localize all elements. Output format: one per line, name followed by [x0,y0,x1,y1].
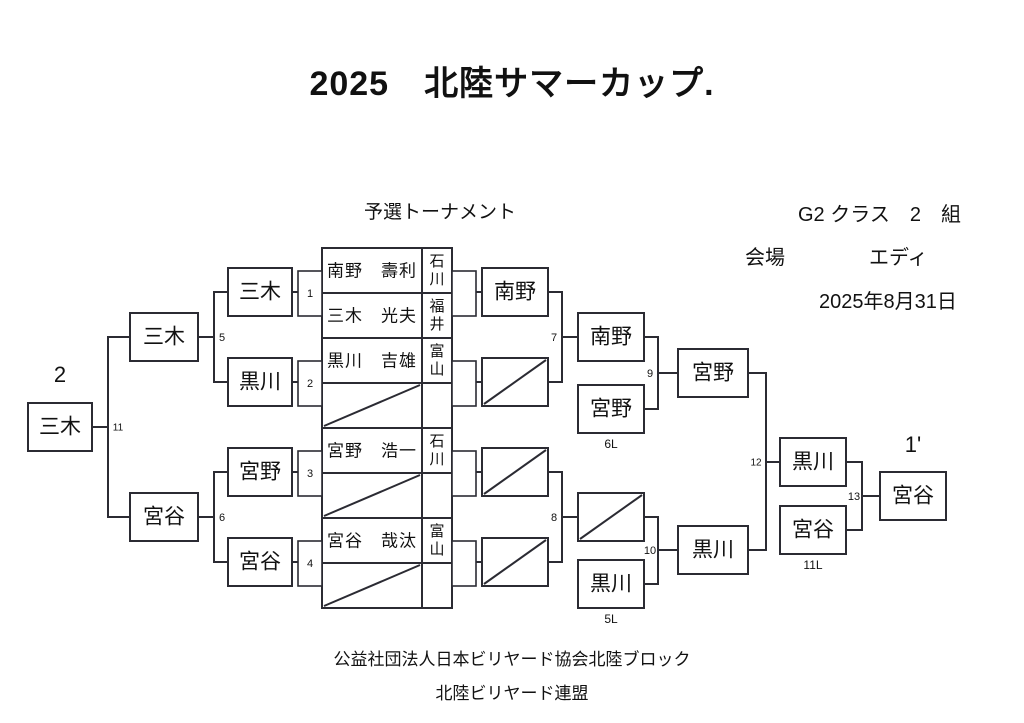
entry-pref-cell [421,427,453,474]
bracket-label: 三木 [39,416,81,439]
empty-slot-diagonal [323,384,421,427]
match-number: 12 [750,458,762,469]
match-number: 3 [307,468,313,480]
empty-slot-diagonal [483,539,547,585]
bracket-label: 南野 [590,326,632,349]
entry-name-cell [321,337,423,384]
right-round-semi: 宮野 黒川 [677,348,749,575]
right-seed-label: 1' [905,432,921,457]
right-match-number-boxes [451,270,477,587]
entry-name: 黒川 吉雄 [327,351,417,370]
empty-slot-diagonal [323,474,421,517]
right-round-mid: 南野 宮野 6L 黒川 5L [577,312,645,626]
entry-pref-cell [421,472,453,519]
entry-pref-char: 富 [429,522,444,540]
match-number: 6 [219,512,225,524]
event-date: 2025年8月31日 [819,291,957,313]
match-number: 5 [219,332,225,344]
left-round-mid: 三木 宮谷 [129,312,199,542]
empty-slot-diagonal [483,359,547,405]
bracket-box-miyatani-1 [227,537,293,587]
entry-name: 宮谷 哉汰 [327,531,417,550]
bracket-box-miyatani-4 [779,505,847,555]
entry-pref-char: 川 [429,271,444,288]
right-round-final: 黒川 宮谷 11L [779,437,847,572]
entry-name: 宮野 浩一 [327,441,417,460]
match-number: 11 [113,423,124,434]
bracket-label: 宮谷 [239,551,281,574]
entry-pref-char: 福 [429,298,444,315]
bracket-sublabel: 6L [604,437,618,451]
bracket-label: 黒川 [792,451,834,474]
match-number-box [451,540,477,587]
empty-slot-diagonal [323,564,421,607]
entry-pref-char: 石 [429,253,444,270]
entry-pref-char: 山 [429,361,444,378]
entry-pref-cell [421,382,453,429]
bracket-sublabel: 5L [604,612,618,626]
match-number-box [451,270,477,317]
bracket-label: 黒川 [590,573,632,596]
venue-label: 会場 [745,247,785,269]
match-number-box [297,450,323,497]
entry-pref-char: 山 [429,541,444,558]
match-number: 13 [848,491,860,503]
entry-pref-char: 井 [429,316,444,333]
match-number-box [451,450,477,497]
match-number-box [297,360,323,407]
left-match-number-boxes: 1 2 3 4 [297,270,323,587]
match-number: 4 [307,558,313,570]
match-number-box [451,360,477,407]
match-number: 1 [307,288,313,300]
bracket-label: 黒川 [239,371,281,394]
match-number: 10 [644,545,656,557]
right-round-inner: 南野 [481,267,549,587]
bracket-box-minamino-2 [577,312,645,362]
left-seed-label: 2 [54,362,66,387]
entry-pref-cell [421,562,453,609]
section-label-preliminary: 予選トーナメント [364,202,517,223]
entry-pref-char: 川 [429,451,444,468]
bracket-label: 宮野 [692,362,734,385]
bracket-label: 三木 [239,281,281,304]
bracket-label: 宮谷 [892,485,934,508]
bracket-box-minamino-1 [481,267,549,317]
bracket-label: 南野 [494,281,536,304]
match-number: 9 [647,368,653,380]
match-number: 7 [551,332,557,344]
bracket-label: 黒川 [692,539,734,562]
match-number: 2 [307,378,313,390]
match-number: 8 [551,512,557,524]
left-round-inner: 三木 黒川 宮野 宮谷 [227,267,293,587]
empty-slot-diagonal [579,494,643,540]
entry-pref-cell [421,337,453,384]
footer-federation: 北陸ビリヤード連盟 [435,684,589,703]
entry-name: 三木 光夫 [327,306,417,325]
bracket-label: 宮谷 [792,519,834,542]
bracket-box-miyano-1 [227,447,293,497]
bracket-box-miyatani-2 [129,492,199,542]
bracket-label: 宮野 [239,461,281,484]
match-number-box [297,270,323,317]
bracket-label: 宮谷 [143,506,185,529]
bracket-label: 宮野 [590,398,632,421]
venue-name: エディ [869,247,928,269]
page-title: 2025 北陸サマーカップ. [309,65,715,103]
bracket-box-miyano-3 [677,348,749,398]
entry-name: 南野 壽利 [327,261,417,280]
class-group-label: G2 クラス 2 組 [798,204,961,226]
bracket-box-miki-2 [129,312,199,362]
match-number-box [297,540,323,587]
bracket-box-left-champion [27,402,93,452]
bracket-label: 三木 [143,326,185,349]
entry-pref-char: 石 [429,433,444,450]
empty-slot-diagonal [483,449,547,495]
footer-organization: 公益社団法人日本ビリヤード協会北陸ブロック [333,650,691,669]
bracket-sublabel: 11L [803,558,822,572]
bracket-box-right-champion [879,471,947,521]
central-entry-grid: 南野 壽利 三木 光夫 黒川 吉雄 宮野 浩一 宮谷 哉汰 石 川 福 井 富 … [321,247,453,609]
entry-pref-char: 富 [429,342,444,360]
